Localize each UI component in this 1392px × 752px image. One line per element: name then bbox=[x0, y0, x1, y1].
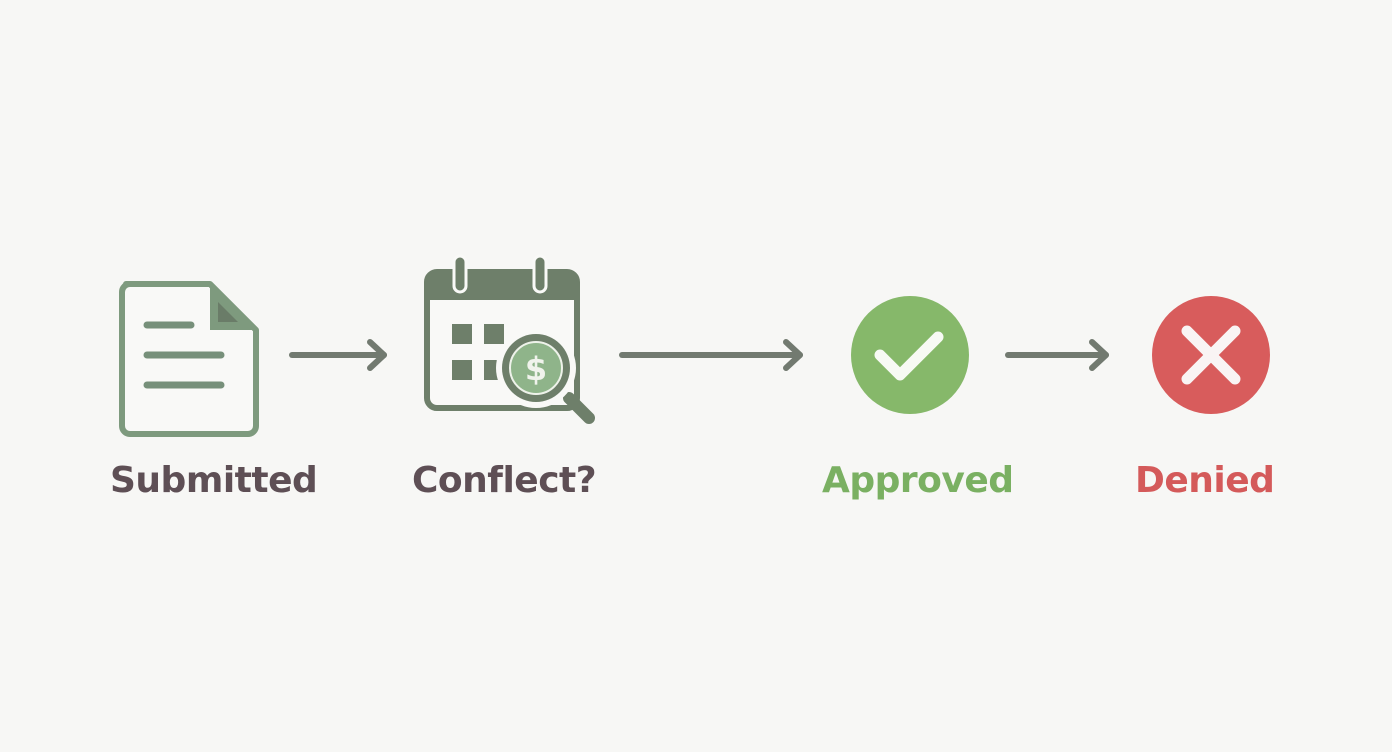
step-label-submitted: Submitted bbox=[110, 460, 318, 501]
step-label-conflict: Conflect? bbox=[412, 460, 597, 501]
arrow-right-icon bbox=[619, 339, 803, 371]
arrow-right-icon bbox=[1005, 339, 1109, 371]
step-label-denied: Denied bbox=[1135, 460, 1275, 501]
calendar-dollar-search-icon: $ bbox=[424, 254, 595, 424]
svg-text:$: $ bbox=[525, 350, 547, 388]
document-icon bbox=[119, 281, 259, 437]
x-circle-icon bbox=[1152, 296, 1270, 414]
check-circle-icon bbox=[851, 296, 969, 414]
arrow-right-icon bbox=[289, 339, 387, 371]
step-label-approved: Approved bbox=[822, 460, 1014, 501]
